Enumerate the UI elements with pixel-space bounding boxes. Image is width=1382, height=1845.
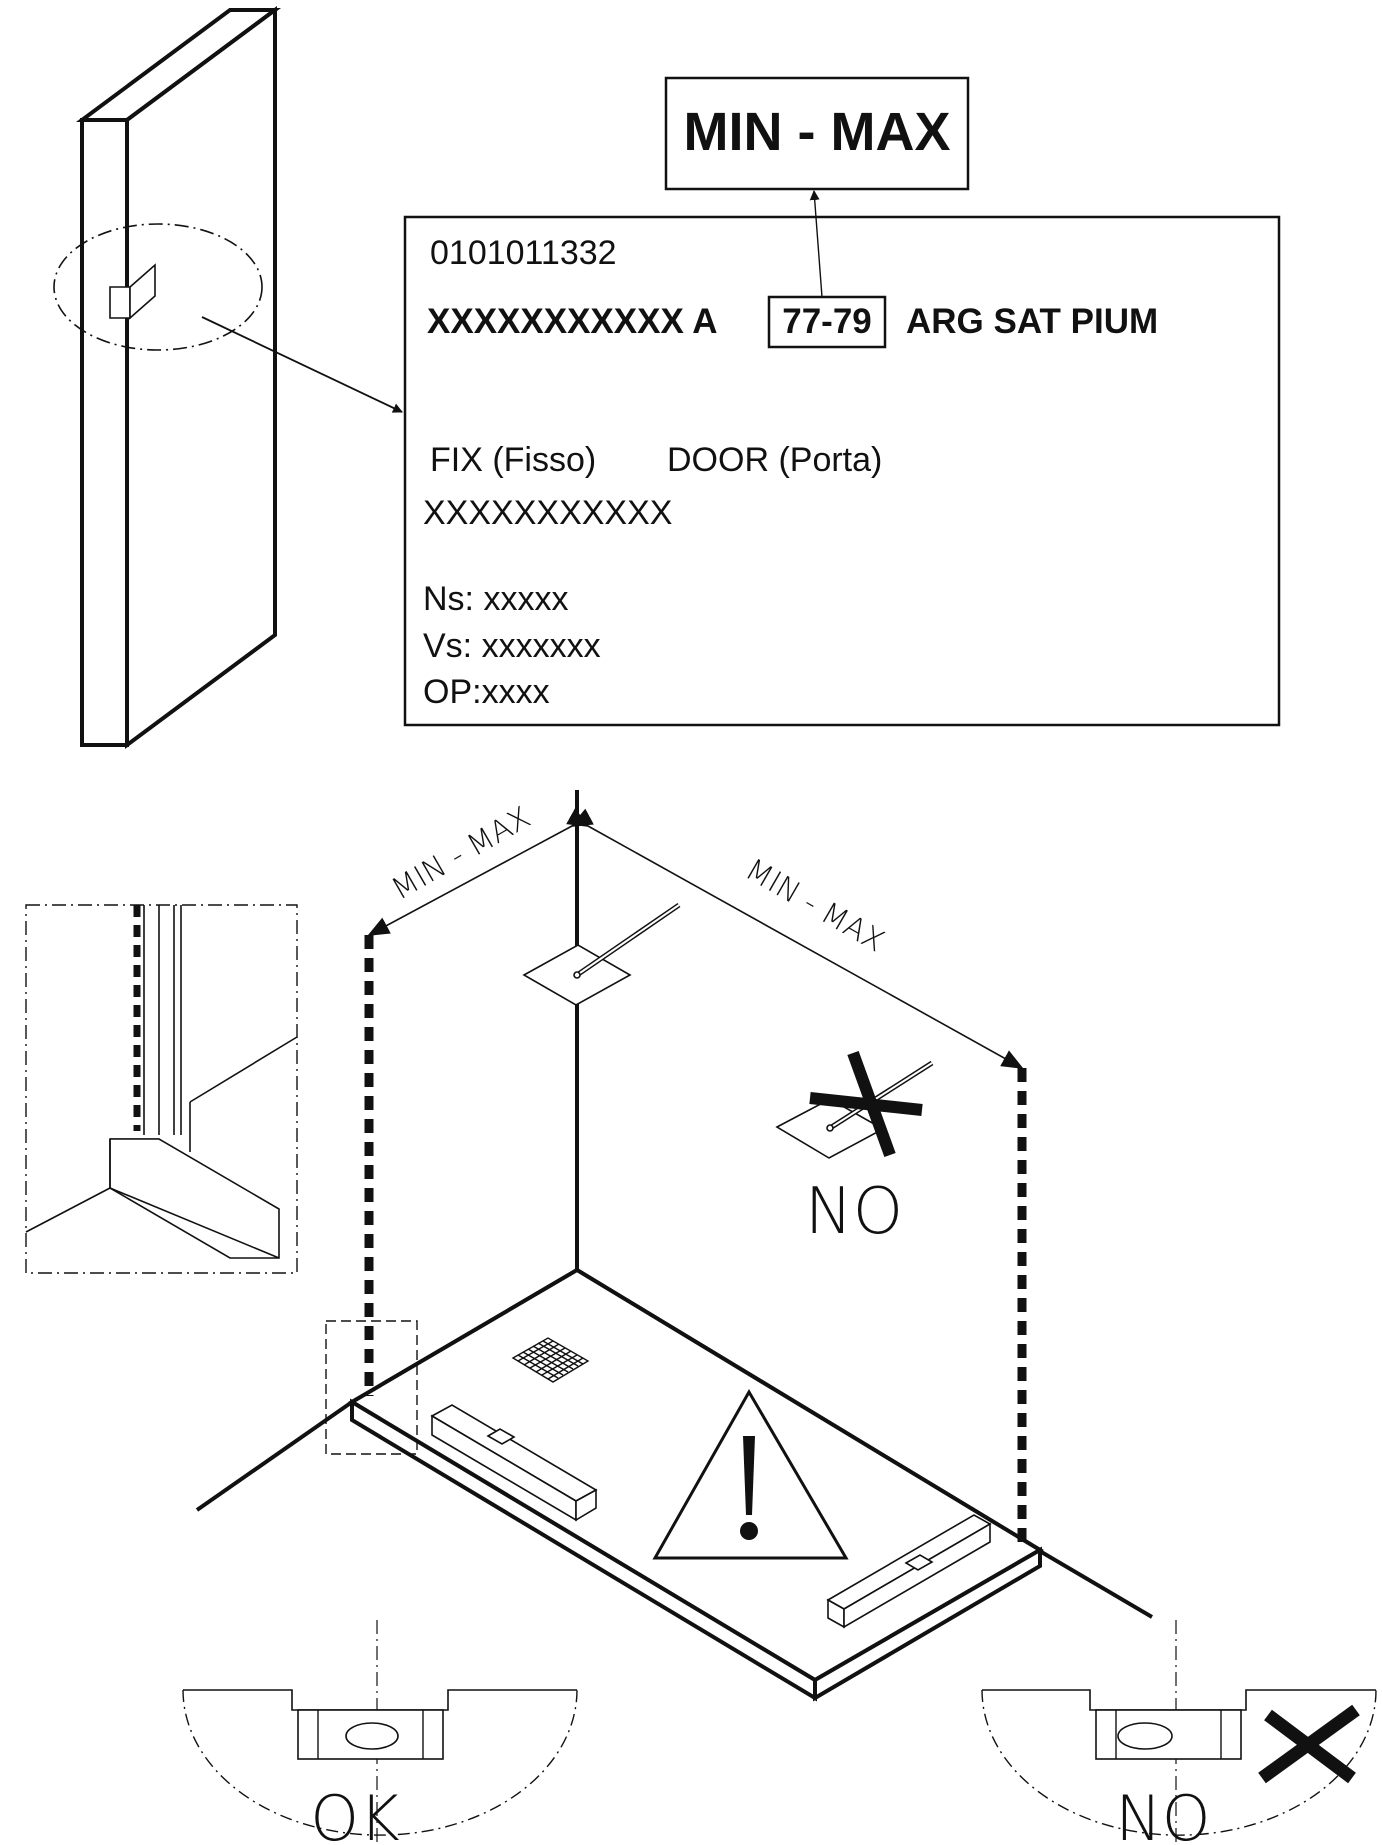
drain-grate-icon: [511, 1337, 590, 1383]
warning-triangle-icon: [652, 1388, 849, 1560]
dim-line-right: [566, 808, 1024, 1069]
no-valve-label: NO: [805, 1175, 903, 1249]
level-block-right: [826, 1514, 992, 1629]
door-panel: [75, 6, 282, 749]
spirit-level-icon-wrong: [981, 1620, 1377, 1845]
level-block-left: [430, 1404, 598, 1522]
label-finish: ARG SAT PIUM: [906, 302, 1158, 341]
detail-marker: [325, 1320, 418, 1455]
size-range-box: [767, 295, 887, 349]
dim-label-left: MIN - MAX: [386, 800, 537, 907]
shower-valve-icon-ok: [522, 902, 681, 1006]
label-op: OP:xxxx: [423, 673, 550, 711]
level-no-label: NO: [1115, 1782, 1210, 1845]
callout-arrow: [201, 316, 403, 413]
cross-mark-icon-level: [1258, 1704, 1360, 1784]
level-ok-label: OK: [310, 1782, 399, 1845]
label-vs: Vs: xxxxxxx: [423, 627, 601, 665]
cross-mark-icon-valve: [809, 1050, 923, 1158]
min-max-box: [664, 76, 970, 191]
detail-inset: [25, 904, 298, 1274]
label-detail-callout: [53, 223, 263, 351]
min-max-title: MIN - MAX: [684, 102, 951, 162]
product-label-box: [403, 215, 1281, 727]
label-door: DOOR (Porta): [667, 441, 882, 479]
size-to-minmax-arrow: [809, 190, 823, 298]
label-serial: XXXXXXXXXXX: [423, 494, 672, 532]
label-code: 0101011332: [430, 234, 617, 272]
label-size-range: 77-79: [782, 302, 872, 341]
dim-line-left: [367, 808, 594, 936]
label-product-prefix: XXXXXXXXXXX A: [427, 302, 718, 341]
label-fix: FIX (Fisso): [430, 441, 596, 479]
dim-label-right: MIN - MAX: [739, 852, 890, 959]
spirit-level-icon-ok: [182, 1620, 578, 1845]
label-ns: Ns: xxxxx: [423, 580, 568, 618]
